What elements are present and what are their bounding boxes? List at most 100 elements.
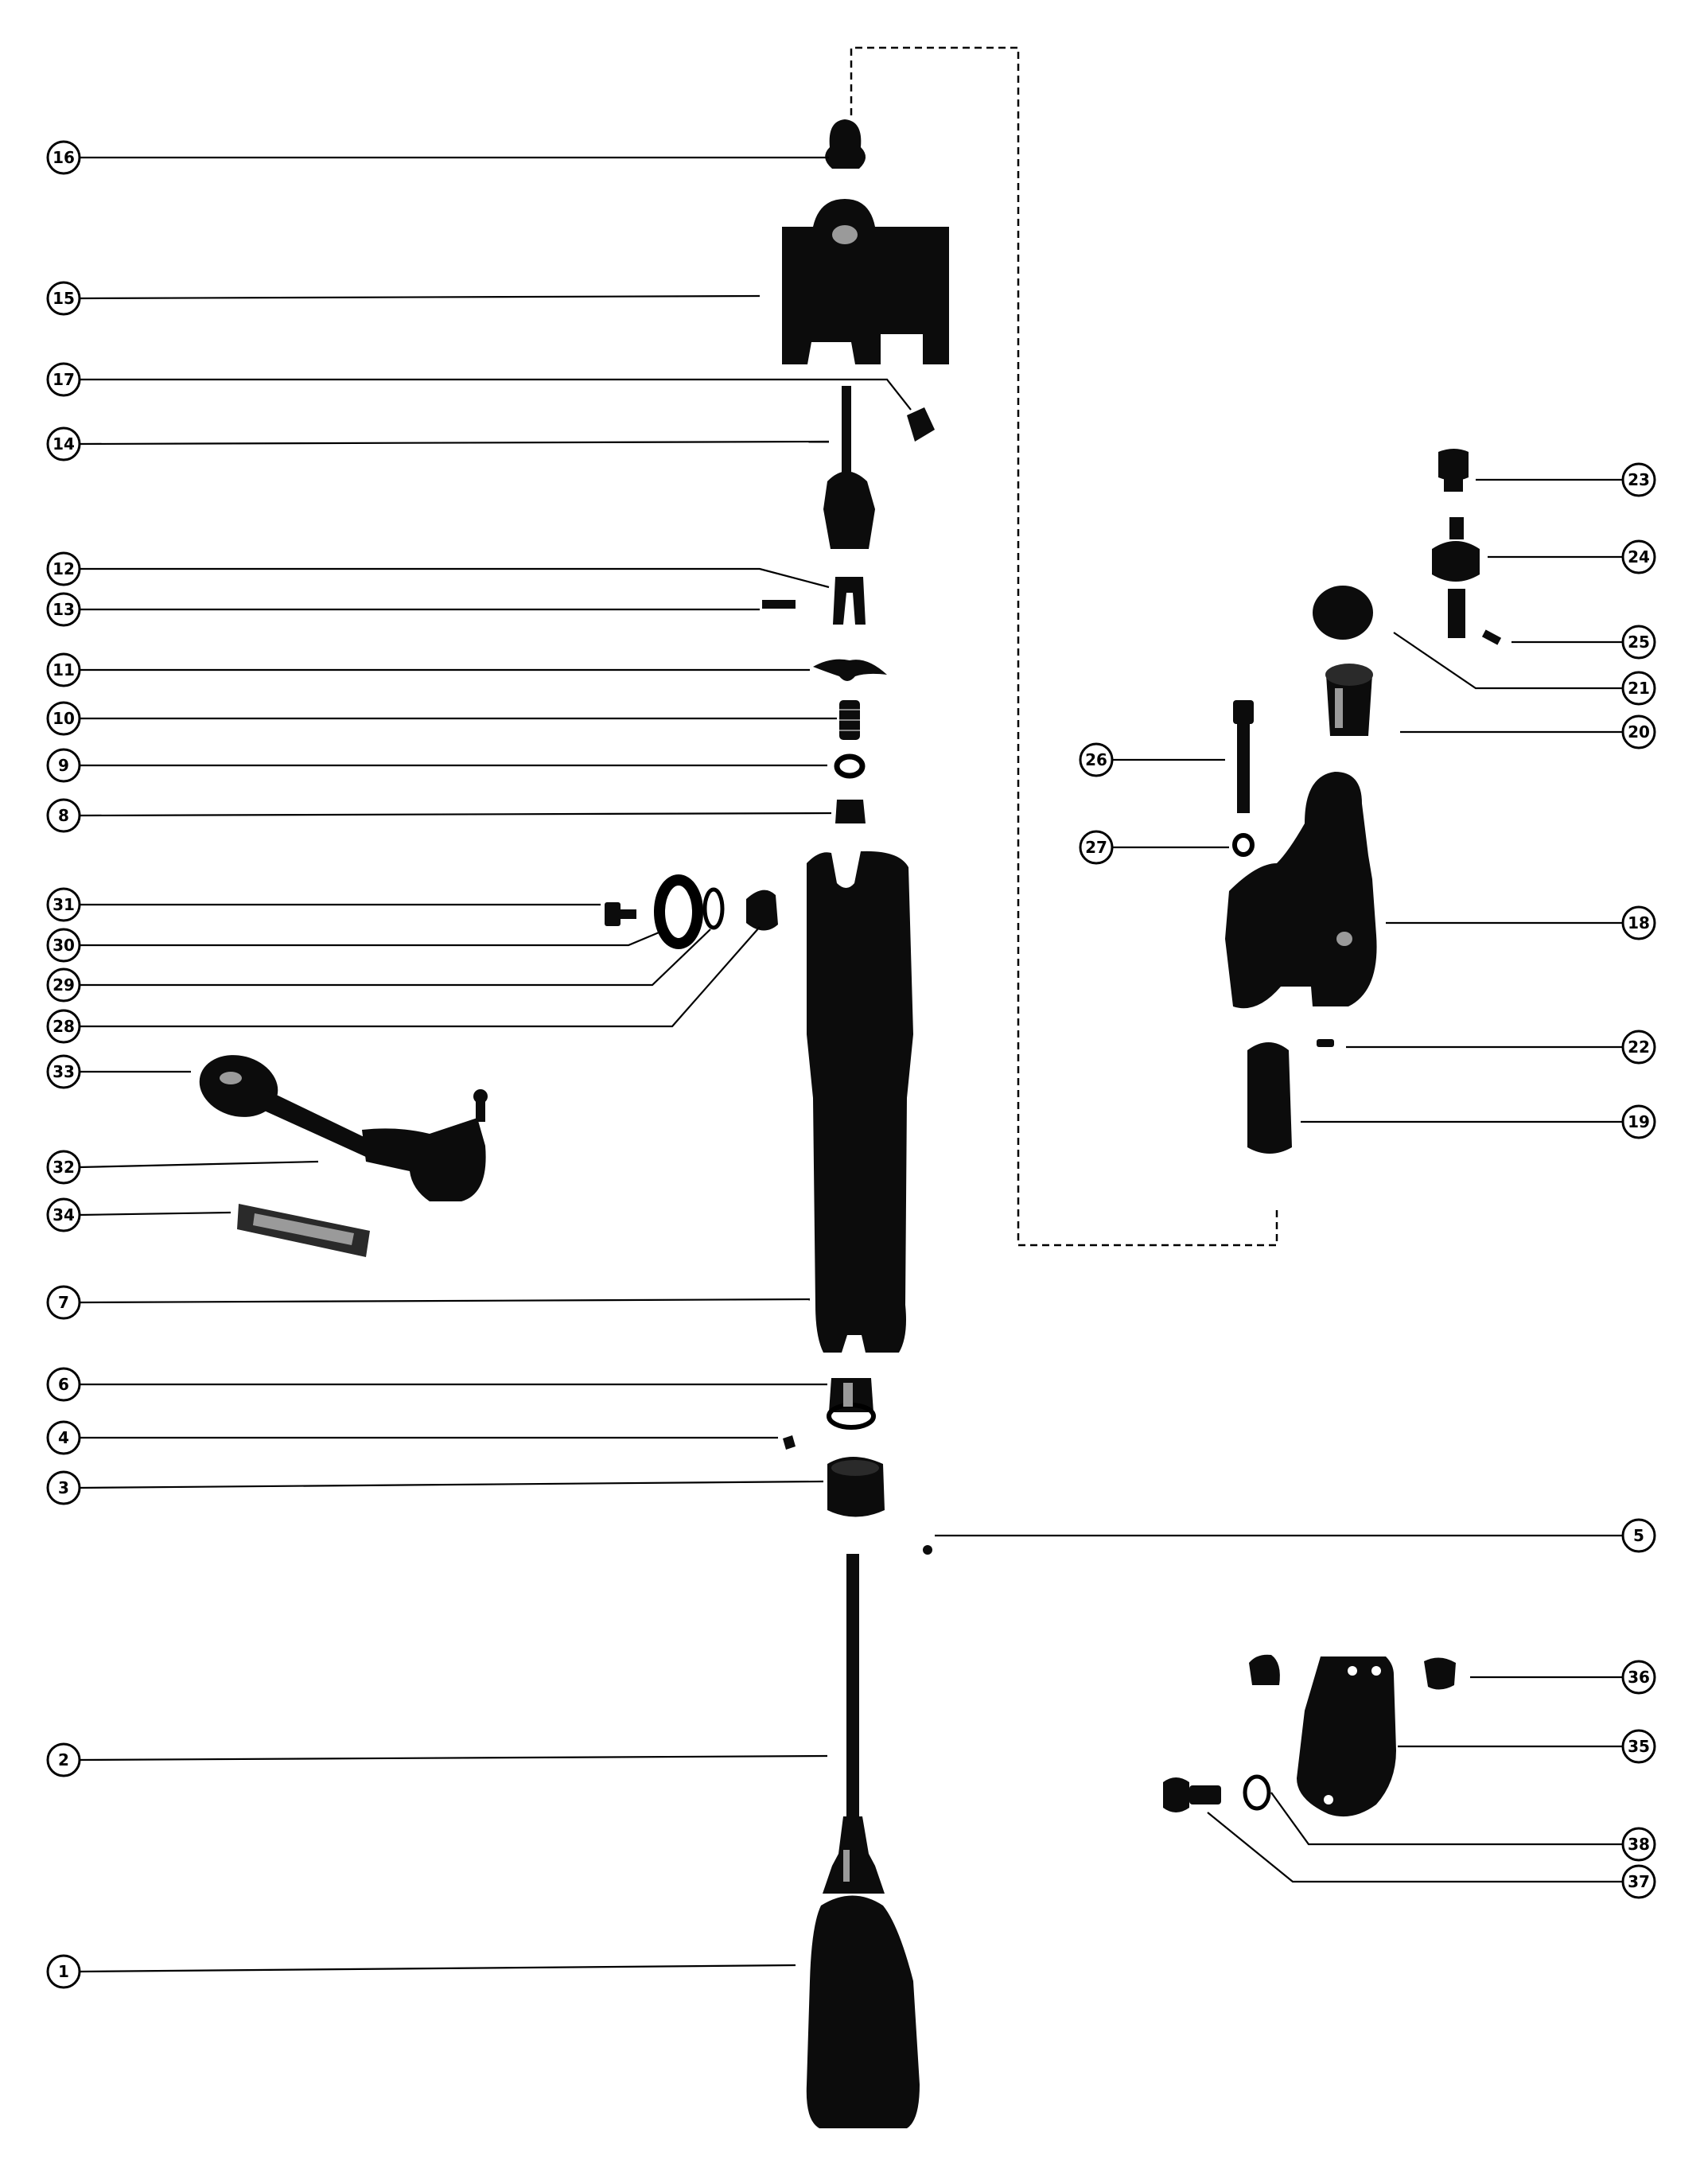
callout-number: 22 [1628, 1037, 1650, 1057]
part-19-sleeve [1247, 1042, 1292, 1154]
callout-16: 16 [46, 140, 81, 175]
callout-circle [46, 652, 81, 687]
callout-number: 38 [1628, 1835, 1650, 1854]
part-36-caps [1249, 1654, 1456, 1690]
callout-22: 22 [1621, 1030, 1656, 1065]
callout-circle [46, 1009, 81, 1044]
callout-number: 6 [58, 1375, 69, 1394]
callout-number: 29 [53, 975, 75, 995]
callout-circle [1079, 742, 1114, 777]
callout-number: 4 [58, 1428, 69, 1447]
callout-number: 12 [53, 559, 75, 578]
part-27-washer [1232, 833, 1255, 857]
part-17-screw [907, 407, 935, 442]
part-1-grip-handle [806, 1895, 920, 2128]
callout-number: 8 [58, 806, 69, 825]
callout-number: 10 [53, 709, 75, 728]
callout-circle [46, 426, 81, 461]
callout-number: 2 [58, 1750, 69, 1769]
callout-number: 14 [53, 434, 75, 454]
callout-28: 28 [46, 1009, 81, 1044]
part-5-ball [923, 1545, 932, 1555]
callout-number: 17 [53, 370, 75, 389]
callout-circle [46, 1742, 81, 1777]
callout-33: 33 [46, 1054, 81, 1089]
callout-number: 32 [53, 1158, 75, 1177]
part-2-shaft [823, 1554, 885, 1894]
part-14-shaft-plunger [823, 386, 875, 549]
callout-21: 21 [1621, 671, 1656, 706]
callout-27: 27 [1079, 830, 1114, 865]
callout-number: 18 [1628, 913, 1650, 932]
part-12-clip [833, 577, 866, 625]
callout-circle [46, 281, 81, 316]
callout-circle [46, 140, 81, 175]
callout-20: 20 [1621, 714, 1656, 749]
callout-number: 24 [1628, 547, 1650, 566]
callout-number: 28 [53, 1017, 75, 1036]
callout-circle [46, 1285, 81, 1320]
callout-9: 9 [46, 748, 81, 783]
part-9-washer [834, 753, 866, 779]
callout-number: 9 [58, 756, 69, 775]
part-10-spring [839, 700, 860, 740]
callout-number: 21 [1628, 679, 1650, 698]
callout-number: 37 [1628, 1872, 1650, 1891]
callout-34: 34 [46, 1197, 81, 1232]
callout-circle [1621, 1729, 1656, 1764]
callout-30: 30 [46, 928, 81, 963]
part-15-bracket [782, 199, 949, 364]
part-37-bolt [1163, 1777, 1221, 1812]
callout-circle [46, 701, 81, 736]
leader-lines [79, 156, 1623, 1973]
callout-10: 10 [46, 701, 81, 736]
part-4-ball [783, 1435, 796, 1450]
callout-circle [1621, 1104, 1656, 1139]
callout-number: 34 [53, 1205, 75, 1224]
part-7-tube-housing [807, 851, 913, 1353]
callout-circles: 1615171412131110983130292833323476435212… [46, 140, 1656, 1989]
callout-circle [46, 1470, 81, 1505]
callout-number: 23 [1628, 470, 1650, 489]
callout-24: 24 [1621, 539, 1656, 574]
callout-number: 27 [1085, 838, 1107, 857]
callout-circle [46, 362, 81, 397]
callout-number: 3 [58, 1478, 69, 1497]
part-25-pin [1481, 629, 1502, 645]
callout-7: 7 [46, 1285, 81, 1320]
callout-circle [1621, 1827, 1656, 1862]
callout-circle [1621, 625, 1656, 660]
callout-6: 6 [46, 1367, 81, 1402]
callout-37: 37 [1621, 1864, 1656, 1899]
callout-number: 33 [53, 1062, 75, 1081]
callout-36: 36 [1621, 1660, 1656, 1695]
callout-15: 15 [46, 281, 81, 316]
callout-29: 29 [46, 967, 81, 1002]
callout-number: 31 [53, 895, 75, 914]
callout-19: 19 [1621, 1104, 1656, 1139]
callout-25: 25 [1621, 625, 1656, 660]
callout-circle [46, 592, 81, 627]
part-29-oring [702, 887, 725, 930]
callout-number: 16 [53, 148, 75, 167]
callout-8: 8 [46, 798, 81, 833]
part-34-decal [237, 1204, 370, 1257]
callout-26: 26 [1079, 742, 1114, 777]
callout-circle [46, 1054, 81, 1089]
callout-circle [1621, 1518, 1656, 1553]
part-16-cap [825, 119, 866, 169]
part-22-pin [1317, 1039, 1334, 1047]
part-38-oring [1243, 1774, 1271, 1811]
callout-5: 5 [1621, 1518, 1656, 1553]
part-33-lever-arm [199, 1055, 488, 1201]
callout-12: 12 [46, 551, 81, 586]
callout-circle [1621, 671, 1656, 706]
part-30-washer [654, 874, 703, 949]
part-21-cap [1313, 586, 1373, 640]
part-24-stud [1432, 517, 1480, 638]
callout-3: 3 [46, 1470, 81, 1505]
callout-circle [1621, 1864, 1656, 1899]
part-28-plug [746, 890, 778, 931]
part-20-sleeve [1325, 664, 1373, 736]
